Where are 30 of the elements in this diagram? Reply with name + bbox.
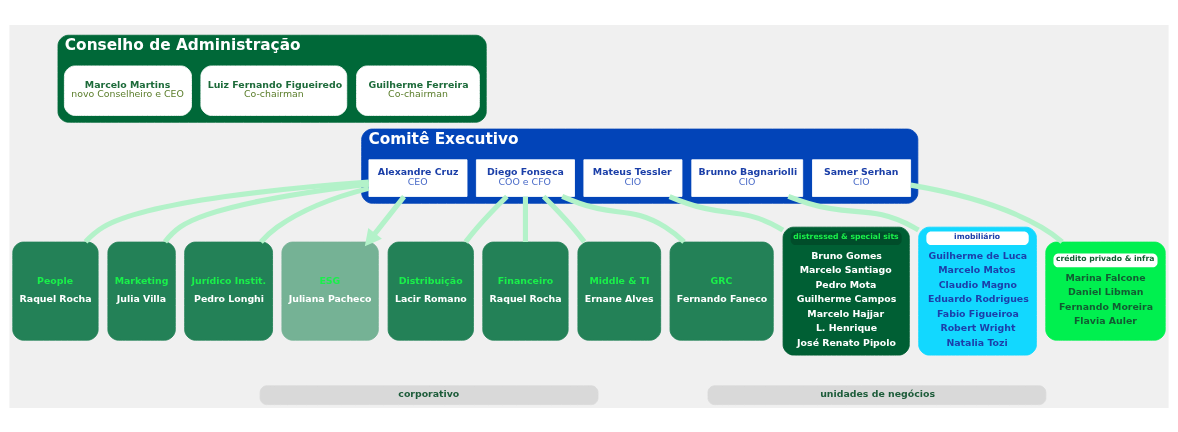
connector [541,194,587,243]
node-box: distressed & special sits Bruno Gomes Marcelo Santiago Pedro Mota Guilherme Campos Marcelo Hajjar L. Henrique José Renato Pipolo [782,226,910,356]
node-box: Financeiro Raquel Rocha [482,241,569,341]
node-box: Marcelo Martins novo Conselheiro e CEO [63,65,192,116]
node-box: Diego Fonseca COO e CFO [475,158,575,197]
connector [668,193,785,232]
node-box: Guilherme Ferreira Co-chairman [356,65,480,116]
node-box: Samer Serhan CIO [812,158,911,197]
connector [163,181,370,243]
node-box: Middle & TI Ernane Alves [577,241,662,341]
node-box: imobiliário Guilherme de Luca Marcelo Matos Claudio Magno Eduardo Rodrigues Fabio Figueiroa Robert Wright Natalia Tozi [918,226,1037,356]
node-box: Mateus Tessler CIO [583,158,683,197]
node-box: Marketing Julia Villa [107,241,176,341]
arrow [364,194,407,246]
node-box: unidades de negócios [707,384,1047,405]
node-box: Brunno Bagnariolli CIO [691,158,804,197]
connector [83,178,370,244]
connector [259,185,370,244]
node-box: Jurídico Instit. Pedro Longhi [184,241,273,341]
node-box: Luiz Fernando Figueiredo Co-chairman [200,65,348,116]
node-box: Alexandre Cruz CEO [368,158,468,197]
node-box: corporativo [259,384,599,405]
node-box: ESG Juliana Pacheco [281,241,379,341]
connector [463,194,509,243]
node-box: GRC Fernando Faneco [669,241,774,341]
node-box: People Raquel Rocha [12,241,99,341]
connector [522,196,528,242]
connector [561,193,686,244]
node-box: crédito privado & infra Marina Falcone Daniel Libman Fernando Moreira Flavia Auler [1045,241,1166,341]
node-box: Distribuição Lacir Romano [387,241,474,341]
